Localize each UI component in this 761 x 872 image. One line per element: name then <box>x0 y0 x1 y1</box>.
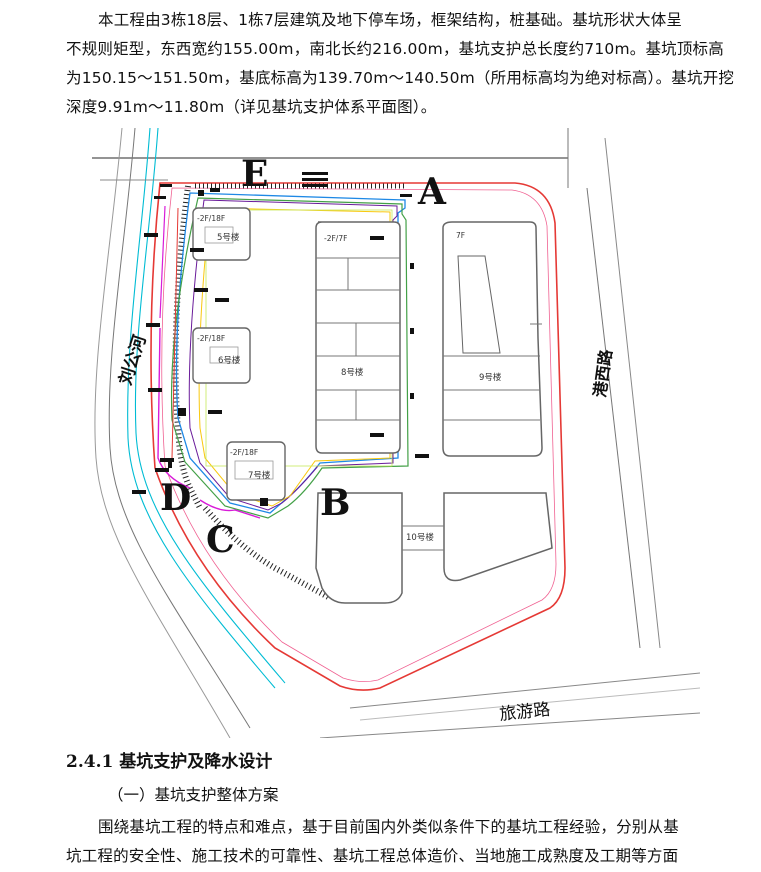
section-body-paragraph: 围绕基坑工程的特点和难点，基于目前国内外类似条件下的基坑工程经验，分别从基 坑工… <box>66 813 696 871</box>
building-10-east <box>443 492 553 582</box>
building-6 <box>192 327 251 384</box>
road-label-east: 港西路 <box>590 347 616 398</box>
section-label-a: A <box>417 171 447 213</box>
west-support-line <box>159 205 166 319</box>
building-6-label: 6号楼 <box>218 355 241 366</box>
east-road-edge <box>586 187 641 649</box>
site-plan-figure: -2F/18F 5号楼 -2F/18F 6号楼 -2F/18F 7号楼 -2F/… <box>92 128 700 738</box>
building-7 <box>226 441 286 501</box>
building-7-label: 7号楼 <box>248 470 271 481</box>
intro-paragraph: 本工程由3栋18层、1栋7层建筑及地下停车场，框架结构，桩基础。基坑形状大体呈 … <box>66 6 735 122</box>
section-label-c: C <box>206 519 235 561</box>
section-body-line: 坑工程的安全性、施工技术的可靠性、基坑工程总体造价、当地施工成熟度及工期等方面 <box>66 847 679 865</box>
section-body-line: 围绕基坑工程的特点和难点，基于目前国内外类似条件下的基坑工程经验，分别从基 <box>98 818 679 836</box>
section-subheading: （一）基坑支护整体方案 <box>108 786 279 804</box>
intro-line: 不规则矩型，东西宽约155.00m，南北长约216.00m，基坑支护总长度约71… <box>66 40 724 58</box>
south-road-edge <box>319 712 700 738</box>
building-9-floors: 7F <box>456 231 465 240</box>
river-bank <box>94 128 231 738</box>
building-9 <box>442 221 543 457</box>
intro-line: 为150.15～151.50m，基底标高为139.70m～140.50m（所用标… <box>66 69 735 87</box>
river-line <box>134 128 286 684</box>
west-support-line <box>157 327 191 489</box>
south-road-edge <box>359 687 700 721</box>
section-heading: 2.4.1 基坑支护及降水设计 <box>66 752 273 772</box>
building-9-label: 9号楼 <box>479 372 502 383</box>
pit-offset-line <box>198 207 391 507</box>
building-9-atrium <box>457 255 501 354</box>
intro-line: 深度9.91m～11.80m（详见基坑支护体系平面图）。 <box>66 98 437 116</box>
building-7-core <box>234 460 274 480</box>
south-road-edge <box>349 672 700 709</box>
river-line <box>127 128 276 689</box>
road-label-west: 刘公河 <box>115 333 151 388</box>
building-8-floors: -2F/7F <box>324 234 347 243</box>
site-boundary <box>150 182 566 691</box>
section-label-e: E <box>241 153 268 195</box>
intro-line: 本工程由3栋18层、1栋7层建筑及地下停车场，框架结构，桩基础。基坑形状大体呈 <box>98 11 683 29</box>
building-5-core <box>204 226 234 244</box>
building-10-west <box>315 492 403 604</box>
dewatering-line <box>170 197 409 519</box>
east-road-edge <box>604 137 661 649</box>
building-5-floors: -2F/18F <box>197 214 225 223</box>
river-bank <box>108 128 251 729</box>
site-boundary-inner <box>161 187 557 682</box>
road-label-south: 旅游路 <box>498 700 551 725</box>
pit-edge <box>188 199 398 511</box>
building-7-floors: -2F/18F <box>230 448 258 457</box>
building-8-label: 8号楼 <box>341 367 364 378</box>
building-6-core <box>209 346 239 364</box>
support-line <box>175 192 406 514</box>
section-label-d: D <box>160 477 191 519</box>
building-5 <box>192 207 251 261</box>
sw-support-line <box>199 499 261 519</box>
building-8 <box>315 221 401 454</box>
building-6-floors: -2F/18F <box>197 334 225 343</box>
well-markers <box>132 172 429 506</box>
building-5-label: 5号楼 <box>217 232 240 243</box>
building-10-label: 10号楼 <box>406 532 434 543</box>
west-red-line <box>171 207 179 459</box>
section-label-b: B <box>320 482 350 524</box>
